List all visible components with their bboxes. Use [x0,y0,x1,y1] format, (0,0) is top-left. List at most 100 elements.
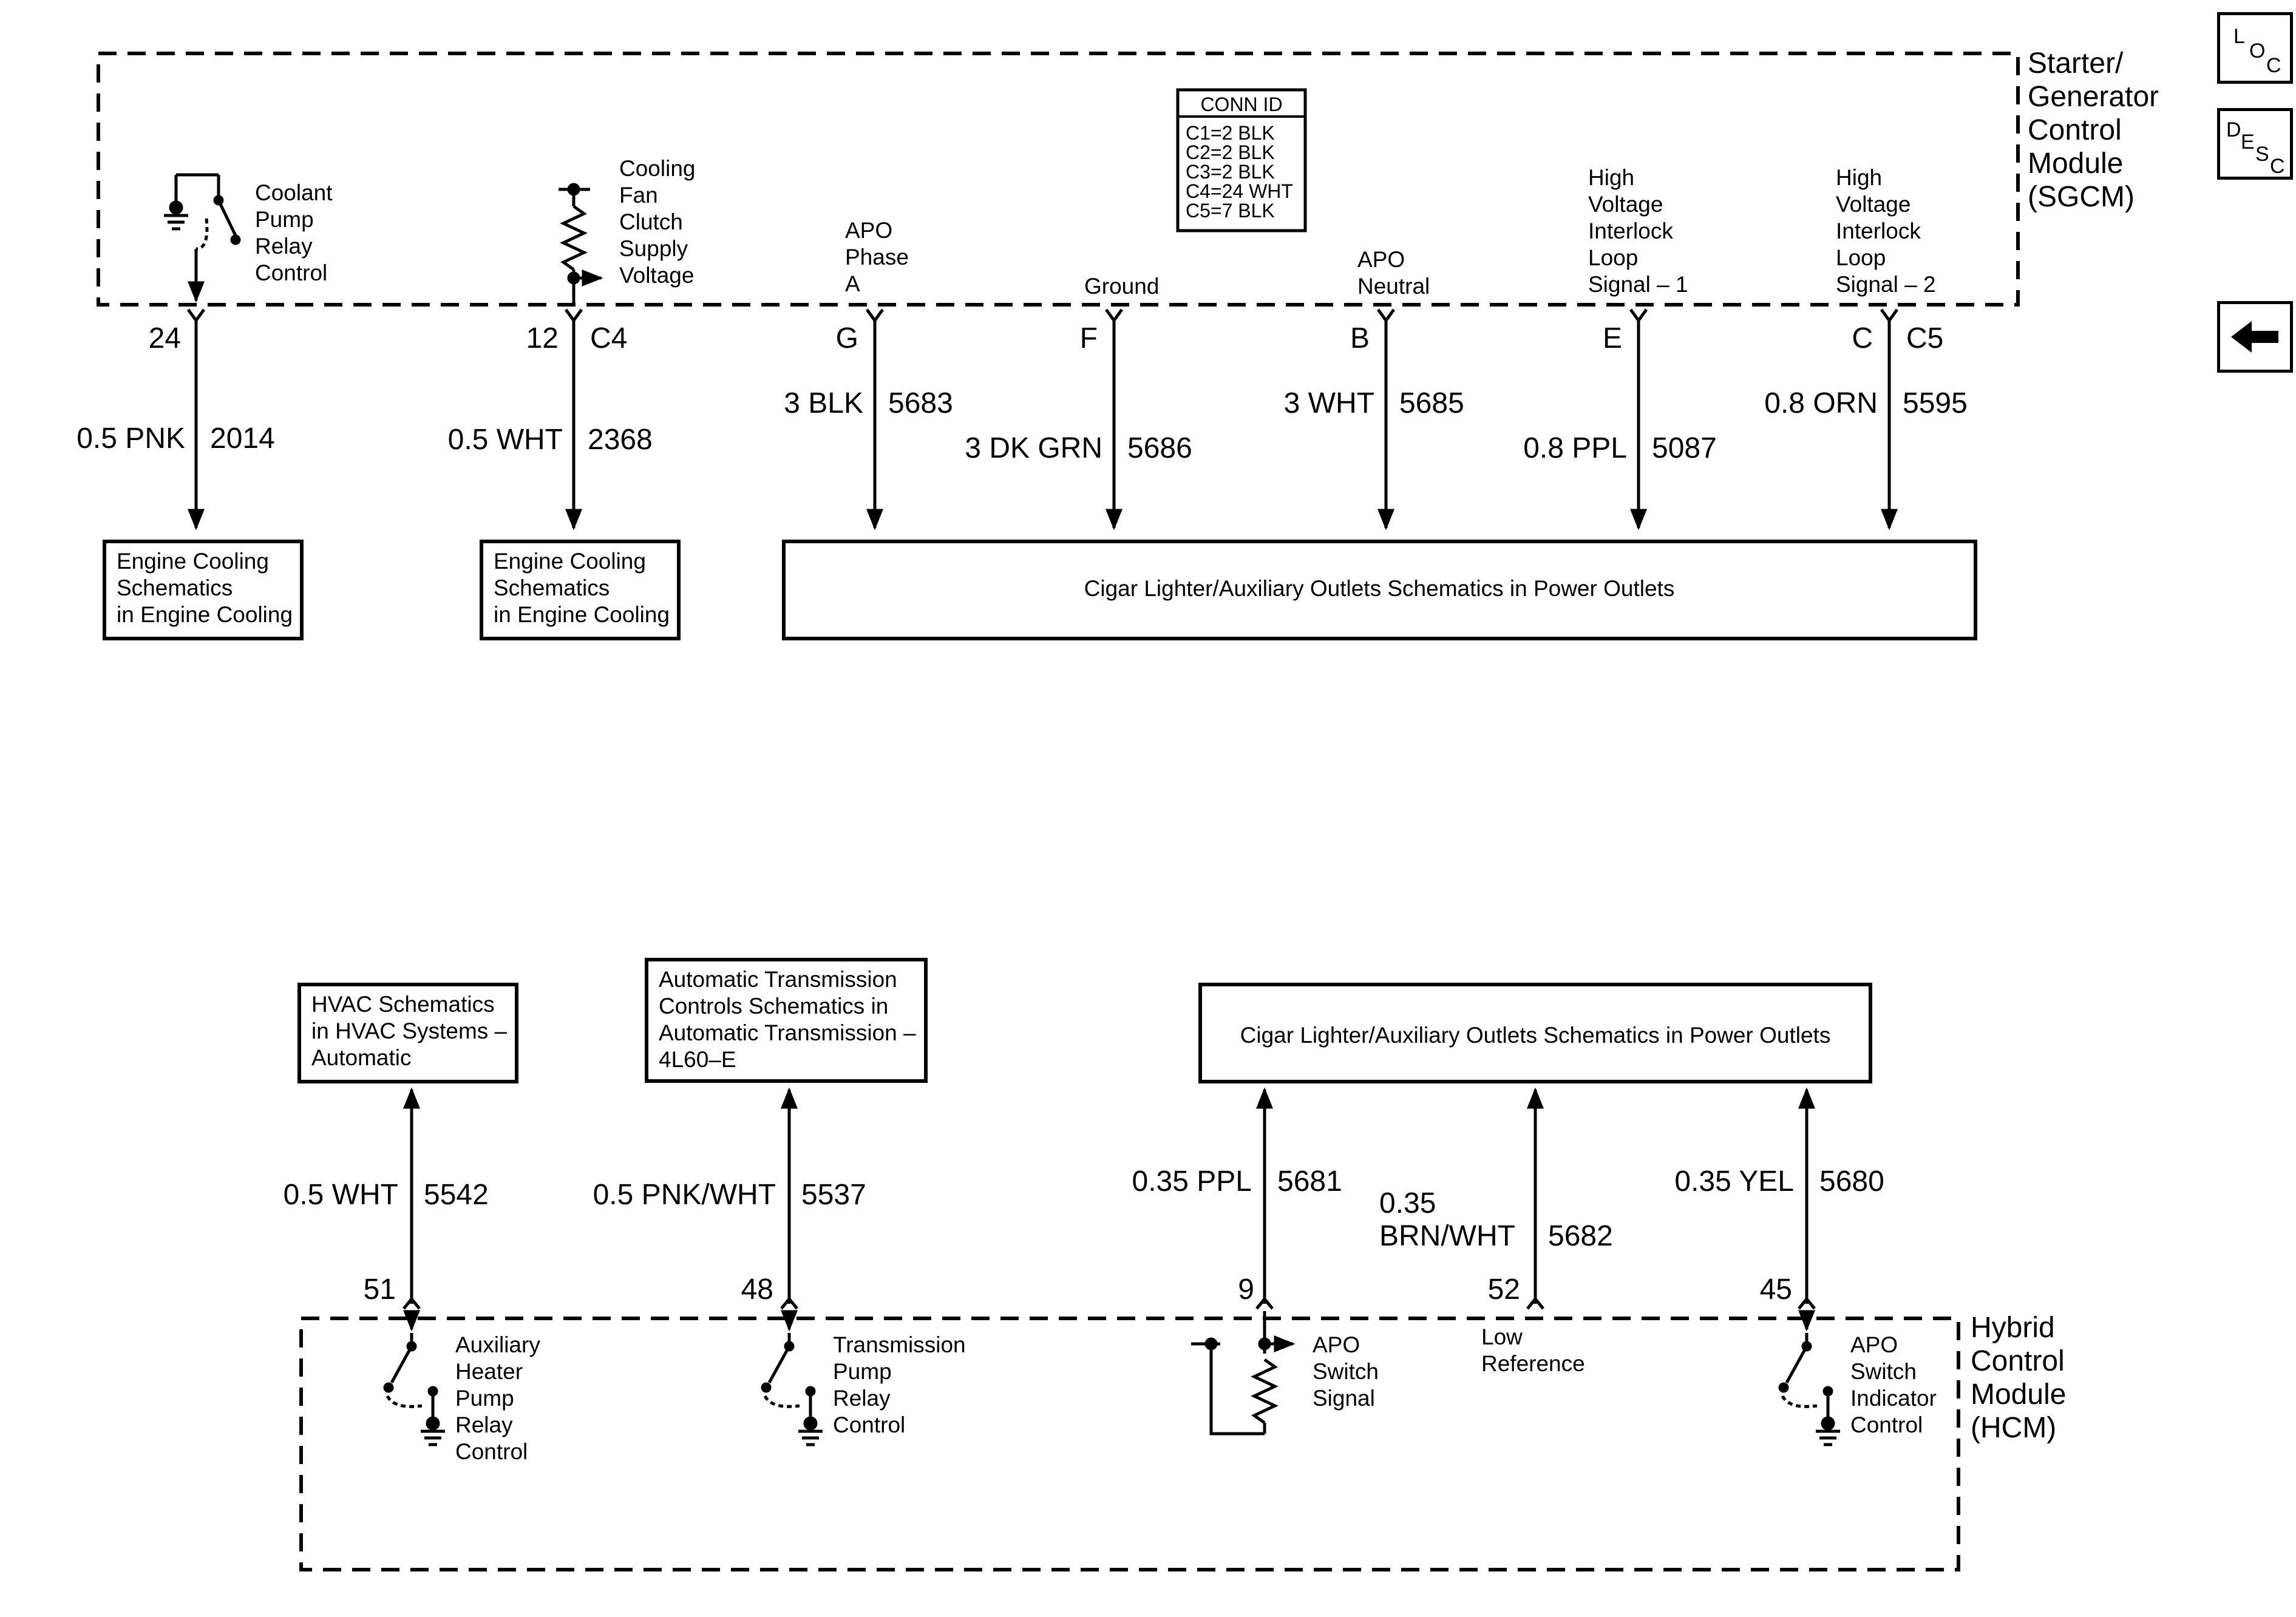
hv-interlock-1-label: High Voltage Interlock Loop Signal – 1 [1588,165,1688,297]
hcm-wires [402,1087,1816,1310]
wire-color-5686: 3 DK GRN [965,432,1102,464]
wire-5087 [1629,308,1648,324]
circuit-5680: 5680 [1819,1165,1884,1198]
ground-label: Ground [1084,274,1159,299]
conn-id-table: CONN ID C1=2 BLK C2=2 BLK C3=2 BLK C4=24… [1176,88,1307,232]
connector-c4: C4 [590,322,627,354]
sgcm-wires [186,308,1899,531]
pin-g: G [836,322,858,354]
circuit-5681: 5681 [1277,1165,1342,1198]
wire-5683 [865,308,885,324]
hv-interlock-2-label: High Voltage Interlock Loop Signal – 2 [1836,165,1936,297]
power-outlets-link-hcm[interactable]: Cigar Lighter/Auxiliary Outlets Schemati… [1198,983,1872,1083]
conn-id-title: CONN ID [1200,93,1282,115]
loc-icon-o: O [2249,39,2266,63]
desc-icon-e: E [2241,131,2255,154]
apo-phase-a-label: APO Phase A [845,218,915,296]
circuit-5683: 5683 [888,387,953,419]
loc-button[interactable]: L O C [2217,12,2293,84]
hcm-wire-labels: 0.5 WHT 5542 0.5 PNK/WHT 5537 0.35 PPL 5… [284,1165,1884,1252]
circuit-5686: 5686 [1127,432,1192,464]
wire-color-5685: 3 WHT [1284,387,1374,419]
circuit-5682: 5682 [1548,1220,1613,1252]
wire-color-5683: 3 BLK [784,387,863,419]
apo-switch-resistor-icon [1191,1311,1296,1436]
pin-12: 12 [526,322,559,354]
hcm-destinations: HVAC Schematics in HVAC Systems – Automa… [297,958,1872,1083]
wire-2368 [564,308,583,324]
wire-2014 [186,308,206,324]
desc-icon-d: D [2226,118,2241,141]
sgcm-module-boundary [97,52,2020,307]
circuit-5685: 5685 [1399,387,1464,419]
wire-color-5595: 0.8 ORN [1764,387,1878,419]
conn-id-entries: C1=2 BLK C2=2 BLK C3=2 BLK C4=24 WHT C5=… [1186,122,1298,222]
engine-cooling-link-2[interactable]: Engine Cooling Schematics in Engine Cool… [480,540,681,640]
wire-color-5537: 0.5 PNK/WHT [593,1179,776,1211]
hvac-link[interactable]: HVAC Schematics in HVAC Systems – Automa… [297,983,518,1083]
desc-icon-c: C [2270,155,2285,178]
coolant-pump-relay-switch-icon [164,173,241,303]
sgcm-module-name: Starter/ Generator Control Module (SGCM) [2028,47,2167,213]
engine-cooling-link-1[interactable]: Engine Cooling Schematics in Engine Cool… [103,540,304,640]
back-arrow-icon [2231,321,2278,353]
pin-e: E [1603,322,1622,354]
transmission-relay-label: Transmission Pump Relay Control [833,1332,972,1437]
hcm-module-name: Hybrid Control Module (HCM) [1971,1312,2074,1444]
svg-text:Engine Cooling Schemat: Engine Cooling Schematics in Engine Cool… [117,549,293,627]
apo-indicator-switch-icon [1778,1310,1840,1446]
wire-color-2014: 0.5 PNK [76,422,185,455]
wire-5686 [1104,308,1124,324]
wire-color-5682: 0.35 BRN/WHT [1379,1187,1515,1252]
aux-heater-relay-label: Auxiliary Heater Pump Relay Control [455,1332,546,1464]
svg-text:Automatic Transmission: Automatic Transmission Controls Schemati… [659,967,922,1072]
power-outlets-link-sgcm[interactable]: Cigar Lighter/Auxiliary Outlets Schemati… [782,540,1977,640]
svg-text:Cigar Lighter/Auxiliary Outlet: Cigar Lighter/Auxiliary Outlets Schemati… [1084,576,1675,601]
pin-b: B [1350,322,1370,354]
apo-indicator-label: APO Switch Indicator Control [1850,1332,1943,1437]
apo-neutral-label: APO Neutral [1357,247,1430,299]
wire-color-5681: 0.35 PPL [1132,1165,1252,1198]
wire-color-5680: 0.35 YEL [1674,1165,1794,1198]
connector-c5: C5 [1906,322,1943,354]
hcm-module-boundary [299,1317,1960,1571]
circuit-2014: 2014 [210,422,275,455]
transmission-link[interactable]: Automatic Transmission Controls Schemati… [645,958,928,1083]
sgcm-pin-labels: 24 12 C4 G F B E C C5 [149,322,1944,354]
desc-icon-s: S [2255,143,2269,166]
wire-color-5087: 0.8 PPL [1523,432,1627,464]
transmission-relay-switch-icon [761,1310,823,1446]
sgcm-module: Starter/ Generator Control Module (SGCM) [97,47,2167,307]
back-button[interactable] [2217,301,2293,373]
loc-icon-l: L [2233,25,2245,48]
wire-color-5542: 0.5 WHT [284,1179,398,1211]
cooling-fan-clutch-label: Cooling Fan Clutch Supply Voltage [619,156,702,288]
circuit-5537: 5537 [801,1179,866,1211]
desc-button[interactable]: D E S C [2217,108,2293,180]
coolant-pump-relay-label: Coolant Pump Relay Control [255,180,339,285]
low-reference-label: Low Reference [1481,1324,1585,1376]
aux-heater-relay-switch-icon [383,1310,445,1446]
loc-icon-c: C [2266,54,2281,77]
wire-color-2368: 0.5 WHT [448,424,563,456]
apo-switch-signal-label: APO Switch Signal [1313,1332,1385,1411]
pin-52: 52 [1488,1273,1520,1306]
svg-text:HVAC Schematics in HVA: HVAC Schematics in HVAC Systems – Automa… [311,992,513,1070]
hcm-module: Hybrid Control Module (HCM) [299,1312,2074,1571]
pin-c: C [1852,322,1873,354]
sgcm-wire-labels: 0.5 PNK 2014 0.5 WHT 2368 3 BLK 5683 3 D… [76,387,1968,464]
pin-24: 24 [149,322,181,354]
cooling-fan-clutch-resistor-icon [559,183,603,303]
svg-text:Engine Cooling Schemat: Engine Cooling Schematics in Engine Cool… [494,549,670,627]
wire-5685 [1376,308,1396,324]
pin-51: 51 [364,1273,396,1306]
pin-9: 9 [1238,1273,1254,1306]
pin-48: 48 [741,1273,773,1306]
circuit-2368: 2368 [588,424,653,456]
hcm-pin-labels: 51 48 9 52 45 [364,1273,1792,1306]
sgcm-destinations: Engine Cooling Schematics in Engine Cool… [103,540,1977,640]
pin-f: F [1080,322,1098,354]
circuit-5595: 5595 [1903,387,1968,419]
circuit-5542: 5542 [424,1179,489,1211]
